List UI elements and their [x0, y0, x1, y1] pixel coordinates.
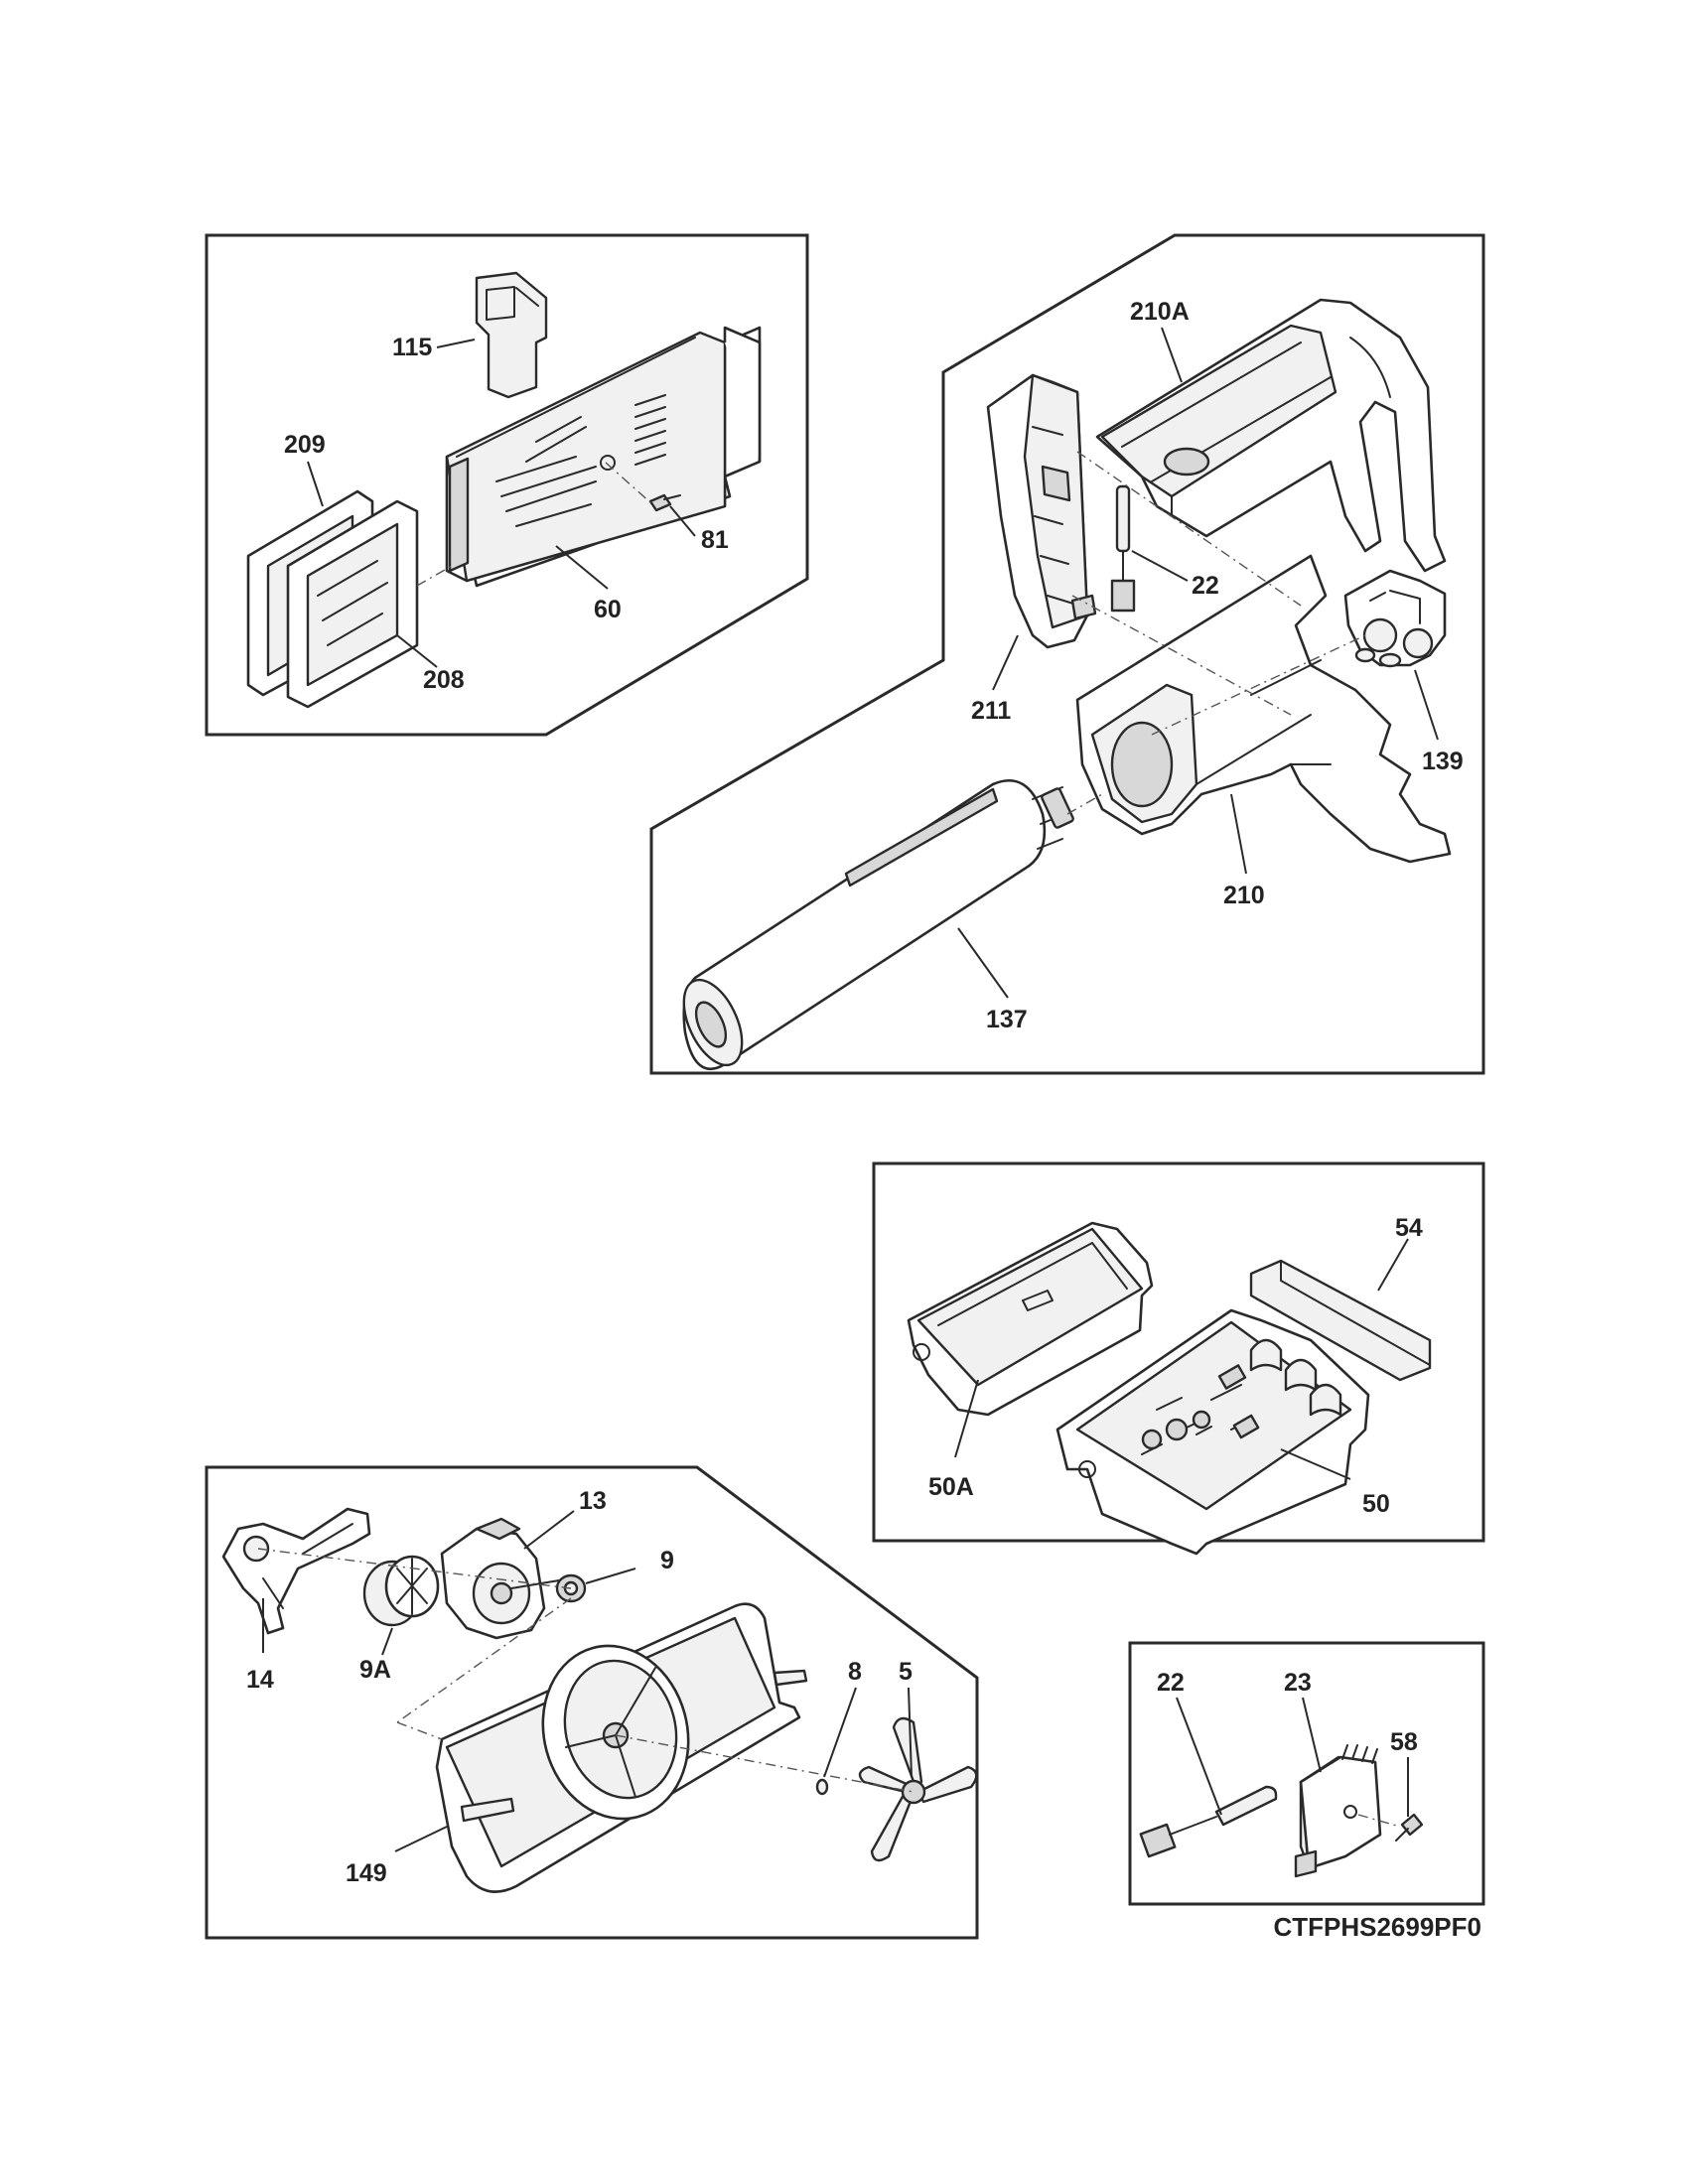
callout-50: 50	[1362, 1490, 1390, 1518]
part-149-shroud	[435, 1602, 808, 1893]
drawing-code: CTFPHS2699PF0	[1273, 1912, 1481, 1942]
callout-211: 211	[971, 697, 1011, 725]
leader-60	[555, 545, 609, 590]
leader-208	[396, 634, 438, 668]
assembly-line	[416, 565, 453, 587]
leader-139	[1414, 669, 1439, 741]
assembly-line	[257, 1548, 572, 1589]
part-50-box	[1055, 1308, 1370, 1556]
leader-50A	[954, 1379, 979, 1458]
part-8-washer	[815, 1778, 829, 1796]
callout-60: 60	[594, 596, 622, 623]
panel-frame	[649, 233, 1485, 1075]
callout-81: 81	[701, 526, 729, 554]
part-208-filter-pad	[286, 499, 419, 709]
leader-209	[307, 461, 324, 507]
assembly-line	[396, 1597, 572, 1723]
callout-14: 14	[246, 1666, 274, 1694]
part-22-sensor-wire	[1139, 1785, 1278, 1858]
panel-sensor-kit: 22 23 58	[1128, 1641, 1485, 1906]
leader-8	[823, 1687, 857, 1778]
leader-137	[957, 927, 1009, 999]
callout-9A: 9A	[359, 1656, 391, 1684]
leader-81	[669, 505, 696, 537]
leader-115	[436, 339, 476, 348]
callout-208: 208	[423, 666, 465, 694]
part-210-housing	[1075, 554, 1452, 864]
assembly-line	[615, 1734, 914, 1793]
callout-209: 209	[284, 431, 326, 459]
leader-54	[1377, 1238, 1409, 1292]
part-81-screw	[648, 493, 681, 512]
leader-22	[1176, 1697, 1222, 1816]
panel-fan-assembly: 13 9 14 9A 8 5 149	[205, 1465, 979, 1940]
assembly-line	[1076, 451, 1302, 607]
callout-50A: 50A	[928, 1473, 974, 1501]
callout-58: 58	[1390, 1728, 1418, 1756]
callout-139: 139	[1422, 748, 1464, 775]
part-50A-lid	[907, 1221, 1154, 1417]
leader-9A	[381, 1627, 393, 1656]
panel-frame	[205, 233, 809, 737]
leader-5	[908, 1687, 913, 1778]
callout-22: 22	[1192, 572, 1219, 600]
part-115-clip	[475, 271, 548, 399]
part-5-fan-blade	[858, 1716, 978, 1862]
panel-filter-housing: 115 209 81 60 208	[205, 233, 809, 737]
part-13-motor	[440, 1517, 572, 1640]
callout-22: 22	[1157, 1669, 1185, 1697]
leader-210	[1230, 793, 1247, 875]
callout-5: 5	[899, 1658, 913, 1686]
assembly-line	[1066, 793, 1103, 815]
callout-13: 13	[579, 1487, 607, 1515]
assembly-line	[1357, 1814, 1401, 1828]
part-9A-hub	[362, 1555, 440, 1627]
leader-22	[1131, 550, 1189, 582]
part-54-strip	[1249, 1259, 1432, 1382]
panel-frame	[205, 1465, 979, 1940]
part-139-valve	[1343, 569, 1447, 668]
part-60-housing	[445, 326, 762, 588]
assembly-line	[605, 462, 652, 504]
part-137-filter-cartridge	[682, 778, 1074, 1070]
callout-137: 137	[986, 1006, 1028, 1033]
leader-50	[1280, 1448, 1351, 1480]
leader-23	[1302, 1697, 1322, 1773]
callout-9: 9	[660, 1547, 674, 1574]
leader-210A	[1161, 327, 1183, 383]
part-211-bracket	[986, 373, 1097, 649]
callout-149: 149	[346, 1859, 387, 1887]
leader-9	[585, 1568, 636, 1584]
callout-8: 8	[848, 1658, 862, 1686]
leader-149	[394, 1826, 448, 1852]
part-23-cover	[1294, 1744, 1382, 1878]
leader-13	[523, 1510, 575, 1550]
assembly-line	[1071, 595, 1292, 716]
callout-210: 210	[1223, 882, 1265, 909]
part-14-bracket	[221, 1507, 371, 1635]
panel-frame	[1128, 1641, 1485, 1906]
callout-54: 54	[1395, 1214, 1423, 1242]
assembly-line	[396, 1721, 443, 1740]
assembly-line	[1151, 634, 1366, 736]
part-22-sensor	[1110, 484, 1136, 613]
panel-water-filter: 210A 22 211 139 210 137	[649, 233, 1485, 1075]
part-58-screw	[1395, 1813, 1424, 1842]
part-210A-cover	[1095, 298, 1447, 573]
leader-211	[992, 634, 1019, 691]
callout-210A: 210A	[1130, 298, 1190, 326]
callout-23: 23	[1284, 1669, 1312, 1697]
callout-115: 115	[392, 334, 432, 361]
panel-control-box: 54 50A 50	[872, 1161, 1485, 1556]
